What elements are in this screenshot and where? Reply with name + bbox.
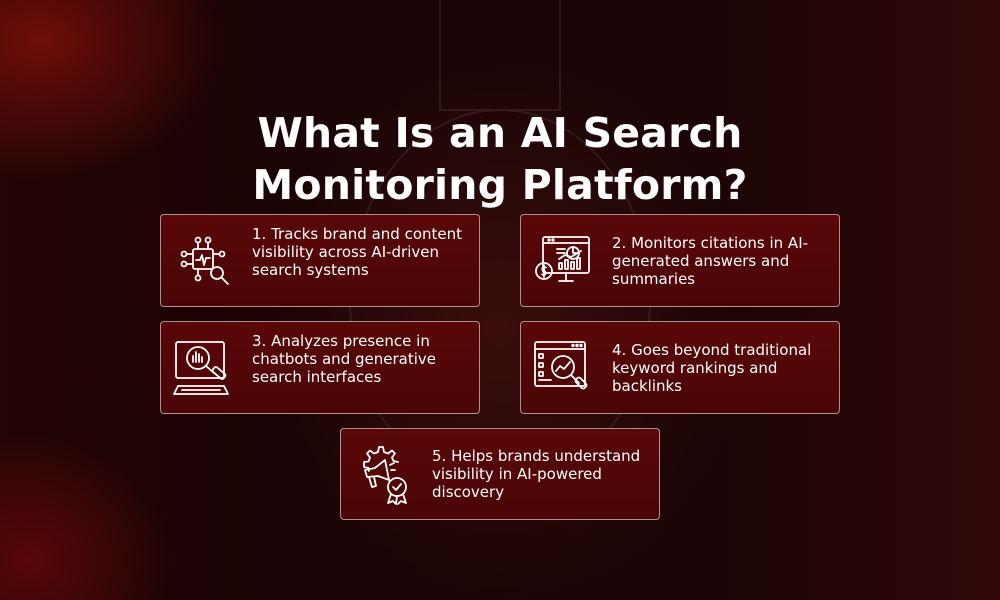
feature-card-5: 5. Helps brands understand visibility in… <box>340 428 660 520</box>
megaphone-gear-badge-icon <box>363 446 407 505</box>
feature-card-1: 1. Tracks brand and content visibility a… <box>160 214 480 307</box>
browser-analytics-icon <box>534 341 588 390</box>
title-line-2: Monitoring Platform? <box>252 161 748 210</box>
analytics-dashboard-icon <box>535 236 590 282</box>
feature-text: 2. Monitors citations in AI-generated an… <box>612 234 809 288</box>
ai-chip-search-icon <box>180 236 229 285</box>
title-line-1: What Is an AI Search <box>257 109 743 158</box>
feature-card-2: 2. Monitors citations in AI-generated an… <box>520 214 840 307</box>
feature-card-4: 4. Goes beyond traditional keyword ranki… <box>520 321 840 414</box>
feature-card-3: 3. Analyzes presence in chatbots and gen… <box>160 321 480 414</box>
feature-text: 3. Analyzes presence in chatbots and gen… <box>252 332 436 386</box>
feature-text: 5. Helps brands understand visibility in… <box>432 447 641 501</box>
page-title: What Is an AI Search Monitoring Platform… <box>0 107 1000 211</box>
feature-text: 1. Tracks brand and content visibility a… <box>252 225 463 279</box>
feature-text: 4. Goes beyond traditional keyword ranki… <box>612 341 812 395</box>
monitor-search-icon <box>173 341 229 395</box>
